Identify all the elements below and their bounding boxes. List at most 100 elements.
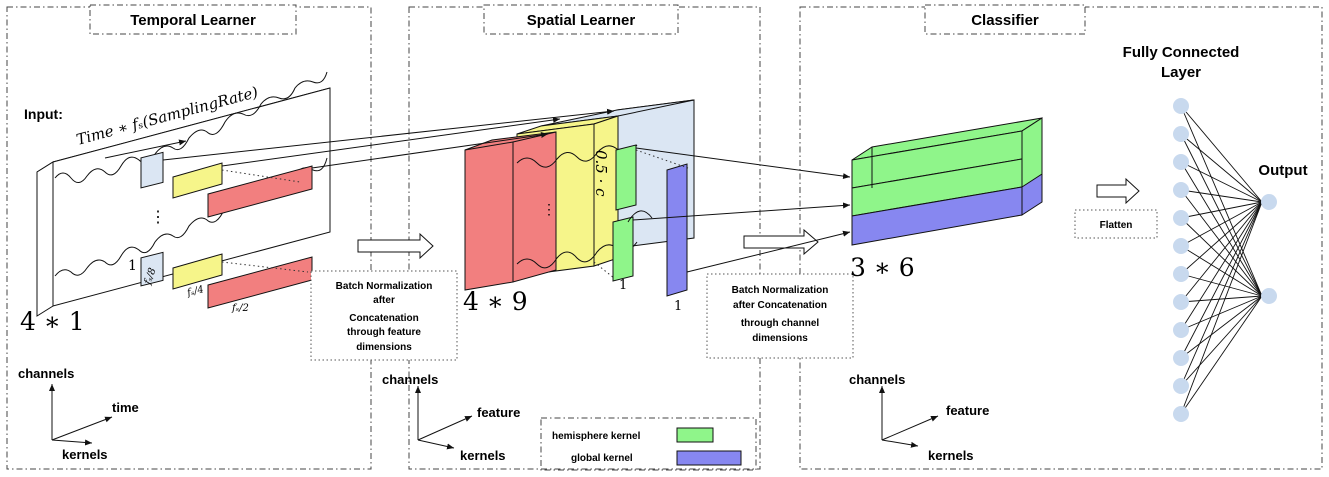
conn-purple-to-classifier: [686, 230, 851, 273]
fc-input-node: [1173, 154, 1189, 170]
temporal-title-box: [89, 4, 297, 35]
legend-global-label: global kernel: [571, 453, 633, 464]
temporal-kernel-red-top: [207, 165, 313, 218]
fc-connection: [1180, 189, 1263, 297]
fc-connection: [1180, 273, 1263, 297]
spatial-title-box: [483, 4, 679, 35]
block-arrow-temporal-to-spatial: [357, 232, 434, 260]
bn-feature-line: Concatenation: [349, 313, 418, 324]
classifier-title-box: [924, 4, 1086, 35]
fc-connection: [1180, 105, 1263, 297]
bn-feature-line: Batch Normalization: [336, 281, 433, 292]
block-arrow-spatial-to-classifier: [743, 228, 819, 256]
fc-connection: [1180, 201, 1263, 331]
bn-channel-line: after Concatenation: [733, 300, 827, 311]
spatial-dotted-1: [635, 149, 689, 169]
conn-green-bottom-to-classifier: [632, 202, 851, 221]
fc-connection: [1180, 201, 1263, 247]
classifier-axes: channels feature kernels: [849, 372, 989, 463]
bn-feature-note: Batch Normalization after Concatenation …: [336, 281, 433, 353]
fc-connection: [1180, 295, 1263, 303]
fc-input-node: [1173, 322, 1189, 338]
conn-green-top-to-classifier: [635, 147, 851, 180]
fc-connection: [1180, 201, 1263, 275]
legend-global-swatch: [676, 450, 742, 466]
fc-connection: [1180, 295, 1263, 387]
temporal-kernel-blue-bottom: [140, 251, 164, 287]
legend-hemisphere-label: hemisphere kernel: [552, 431, 641, 442]
spatial-vertical-dots: ⋮: [542, 202, 556, 218]
time-direction-arrow: [104, 139, 187, 159]
fc-connection: [1180, 295, 1263, 415]
fc-connection: [1180, 201, 1263, 359]
bn-feature-line: through feature: [347, 327, 421, 338]
spatial-shape-label: 4 ∗ 9: [463, 287, 528, 316]
fc-connection: [1180, 161, 1263, 203]
fc-connection: [1180, 105, 1263, 203]
temporal-panel: [6, 6, 372, 470]
fc-layer: [1173, 98, 1277, 422]
spatial-axes: channels feature kernels: [382, 372, 520, 463]
flatten-label: Flatten: [1100, 220, 1133, 231]
axis-down-label: kernels: [460, 448, 506, 463]
kernel-link-curve: [627, 210, 653, 223]
axis-right-label: time: [112, 400, 139, 415]
fc-input-node: [1173, 266, 1189, 282]
bn-feature-note-box: [310, 270, 458, 361]
temporal-vertical-dots: ⋮: [150, 207, 166, 226]
input-label: Input:: [24, 106, 63, 122]
fc-input-node: [1173, 210, 1189, 226]
fc-connection: [1180, 189, 1263, 203]
fc-connection: [1180, 201, 1263, 415]
kernel-size-large: fₛ/2: [231, 303, 249, 314]
ratio-label: 0.5 · c: [592, 150, 610, 197]
fc-connection: [1180, 133, 1263, 297]
axis-right-label: feature: [477, 405, 520, 420]
fc-connection: [1180, 201, 1263, 219]
temporal-title: Temporal Learner: [130, 12, 256, 29]
spatial-one-a: 1: [619, 278, 627, 293]
fc-output-node: [1261, 194, 1277, 210]
axis-up-label: channels: [849, 372, 905, 387]
fc-input-node: [1173, 182, 1189, 198]
fc-input-node: [1173, 378, 1189, 394]
legend-hemisphere-swatch: [676, 427, 714, 443]
spatial-title: Spatial Learner: [527, 12, 636, 29]
bn-channel-note: Batch Normalization after Concatenation …: [732, 285, 829, 344]
fc-title-line1: Fully Connected: [1123, 44, 1240, 61]
fc-output-node: [1261, 288, 1277, 304]
bn-channel-line: Batch Normalization: [732, 285, 829, 296]
fc-connection: [1180, 217, 1263, 297]
axis-down-label: kernels: [928, 448, 974, 463]
fc-title-line2: Layer: [1161, 64, 1201, 81]
output-label: Output: [1258, 162, 1307, 179]
fc-connection: [1180, 295, 1263, 331]
temporal-dotted-bottom: [221, 261, 309, 273]
temporal-kernel-yellow-bottom: [172, 253, 223, 290]
axis-up-label: channels: [18, 366, 74, 381]
fc-input-node: [1173, 350, 1189, 366]
fc-connection: [1180, 245, 1263, 297]
temporal-shape-label: 4 ∗ 1: [20, 307, 85, 336]
temporal-one-label: 1: [128, 258, 137, 274]
conn-red-to-spatial: [311, 132, 549, 169]
fc-input-node: [1173, 98, 1189, 114]
temporal-kernel-red-bottom: [207, 256, 313, 309]
bn-channel-line: through channel: [741, 318, 820, 329]
conn-blue-to-spatial: [162, 108, 615, 161]
classifier-shape-label: 3 ∗ 6: [850, 253, 915, 282]
axis-right-label: feature: [946, 403, 989, 418]
fc-connection: [1180, 133, 1263, 203]
temporal-kernel-yellow-top: [172, 162, 223, 199]
fc-input-node: [1173, 406, 1189, 422]
spatial-wave-top: [516, 144, 638, 168]
fc-connection: [1180, 201, 1263, 303]
bn-feature-line: dimensions: [356, 342, 412, 353]
fc-input-node: [1173, 126, 1189, 142]
fc-input-node: [1173, 294, 1189, 310]
spatial-one-b: 1: [674, 299, 682, 314]
legend-box: [540, 417, 757, 471]
axis-up-label: channels: [382, 372, 438, 387]
flatten-arrow: [1096, 177, 1140, 205]
